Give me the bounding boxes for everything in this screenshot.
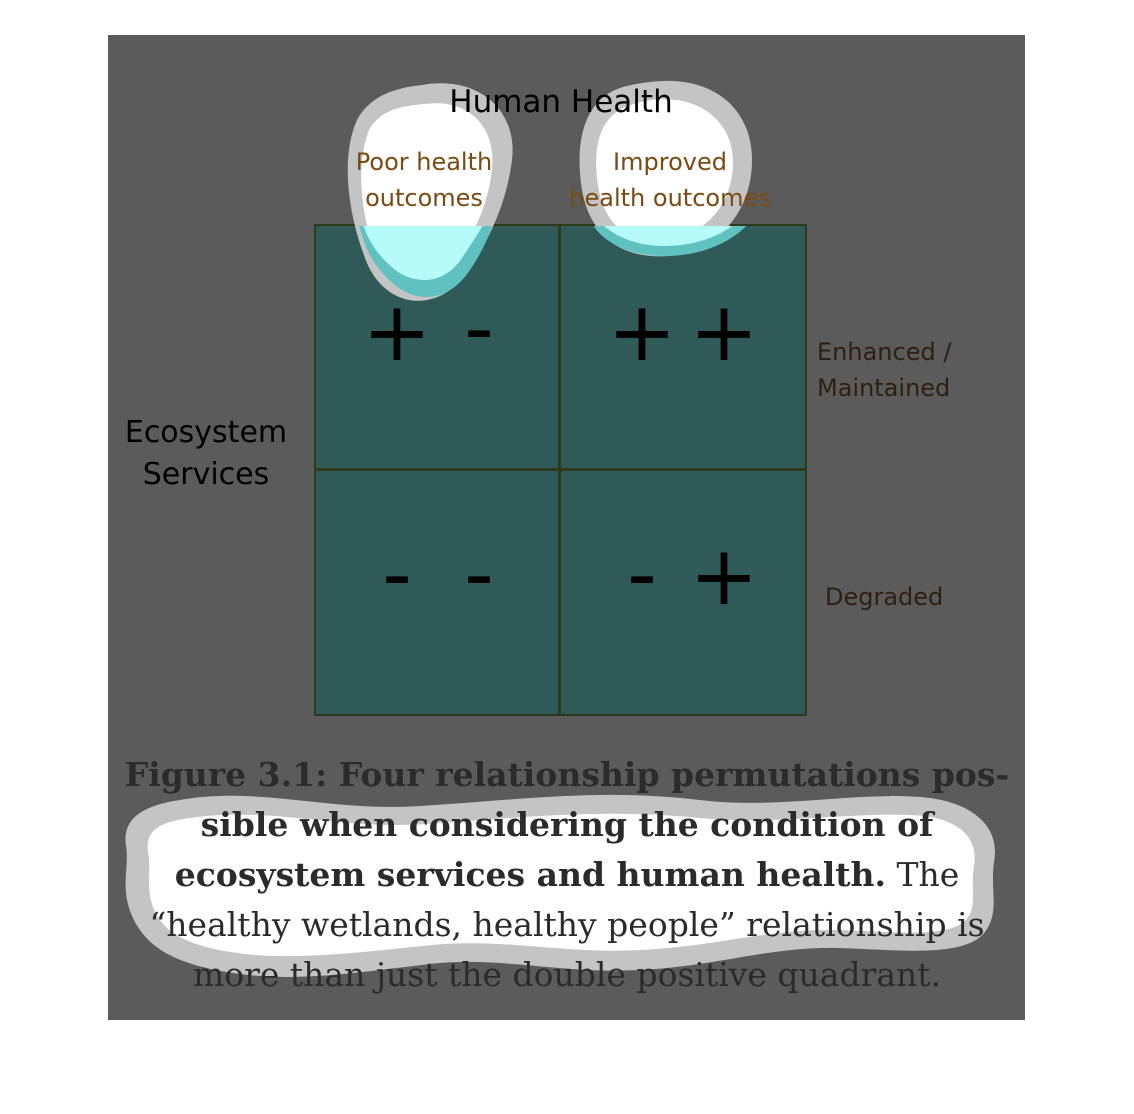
quadrant-bottom-right-sign-1: - [627,527,657,622]
quadrant-top-right-sign-2: + [689,285,759,380]
grid-horizontal-divider [314,468,807,471]
quadrant-bottom-left-sign-2: - [464,527,494,622]
column-label-line: health outcomes [569,184,771,212]
column-label-poor-health: Poor health outcomes [338,144,510,216]
row-label-line: Enhanced / [817,338,952,366]
row-label-line: Degraded [825,583,944,611]
quadrant-top-left-sign-1: + [362,285,432,380]
row-label-degraded: Degraded [825,579,975,615]
quadrant-bottom-left-sign-1: - [382,527,412,622]
figure-caption: Figure 3.1: Four relationship permutatio… [114,750,1020,1000]
diagram-title: Human Health [449,84,673,120]
caption-text: The “healthy wetlands, healthy people” r… [149,855,985,994]
row-label-enhanced: Enhanced / Maintained [817,334,987,406]
column-label-line: outcomes [365,184,483,212]
column-label-improved-health: Improved health outcomes [556,144,784,216]
axis-label-ecosystem-services: Ecosystem Services [118,412,294,496]
caption-bold: Figure 3.1: Four relationship permutatio… [124,755,1010,894]
axis-label-line: Services [142,457,270,492]
quadrant-top-left-sign-2: - [464,281,494,376]
column-label-line: Poor health [355,148,493,176]
row-label-line: Maintained [817,374,951,402]
axis-label-line: Ecosystem [124,415,288,450]
quadrant-bottom-right-sign-2: + [689,529,759,624]
quadrant-top-right-sign-1: + [607,285,677,380]
column-label-line: Improved [613,148,727,176]
